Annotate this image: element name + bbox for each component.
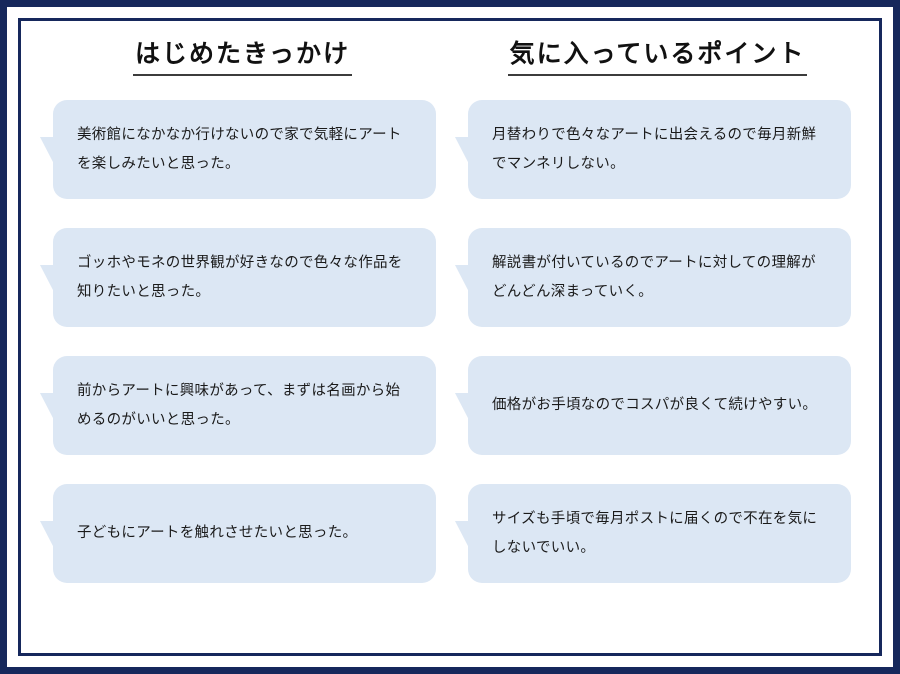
speech-bubble-tail-icon [40,393,54,420]
speech-bubble-tail-icon [455,265,469,292]
column-heading-favorite-points: 気に入っているポイント [450,39,865,76]
speech-bubble: ゴッホやモネの世界観が好きなので色々な作品を知りたいと思った。 [40,228,436,327]
bubble-list-reason-started: 美術館になかなか行けないので家で気軽にアートを楽しみたいと思った。 ゴッホやモネ… [35,100,450,583]
column-heading-text: 気に入っているポイント [507,39,808,76]
column-heading-text: はじめたきっかけ [132,39,352,76]
bubble-list-favorite-points: 月替わりで色々なアートに出会えるので毎月新鮮でマンネリしない。 解説書が付いてい… [450,100,865,583]
speech-bubble-text: サイズも手頃で毎月ポストに届くので不在を気にしないでいい。 [492,510,818,556]
speech-bubble-text: 前からアートに興味があって、まずは名画から始めるのがいいと思った。 [77,382,401,428]
column-reason-started: はじめたきっかけ 美術館になかなか行けないので家で気軽にアートを楽しみたいと思っ… [35,39,450,643]
comparison-columns: はじめたきっかけ 美術館になかなか行けないので家で気軽にアートを楽しみたいと思っ… [21,21,879,653]
speech-bubble-tail-icon [40,521,54,548]
speech-bubble-tail-icon [40,137,54,164]
speech-bubble-text: 美術館になかなか行けないので家で気軽にアートを楽しみたいと思った。 [77,126,402,172]
column-heading-reason-started: はじめたきっかけ [35,39,450,76]
column-favorite-points: 気に入っているポイント 月替わりで色々なアートに出会えるので毎月新鮮でマンネリし… [450,39,865,643]
speech-bubble: サイズも手頃で毎月ポストに届くので不在を気にしないでいい。 [455,484,851,583]
speech-bubble-text: 月替わりで色々なアートに出会えるので毎月新鮮でマンネリしない。 [492,126,817,172]
speech-bubble-tail-icon [455,393,469,420]
speech-bubble-text: 価格がお手頃なのでコスパが良くて続けやすい。 [492,397,818,413]
speech-bubble: 子どもにアートを触れさせたいと思った。 [40,484,436,583]
inner-navy-rule: はじめたきっかけ 美術館になかなか行けないので家で気軽にアートを楽しみたいと思っ… [18,18,882,656]
speech-bubble-tail-icon [455,521,469,548]
speech-bubble-text: ゴッホやモネの世界観が好きなので色々な作品を知りたいと思った。 [77,254,403,300]
page-content: はじめたきっかけ 美術館になかなか行けないので家で気軽にアートを楽しみたいと思っ… [21,21,879,653]
speech-bubble: 価格がお手頃なのでコスパが良くて続けやすい。 [455,356,851,455]
speech-bubble: 前からアートに興味があって、まずは名画から始めるのがいいと思った。 [40,356,436,455]
speech-bubble: 月替わりで色々なアートに出会えるので毎月新鮮でマンネリしない。 [455,100,851,199]
speech-bubble-tail-icon [455,137,469,164]
frame-white-gap: はじめたきっかけ 美術館になかなか行けないので家で気軽にアートを楽しみたいと思っ… [7,7,893,667]
speech-bubble-text: 子どもにアートを触れさせたいと思った。 [77,525,358,541]
speech-bubble: 美術館になかなか行けないので家で気軽にアートを楽しみたいと思った。 [40,100,436,199]
speech-bubble-tail-icon [40,265,54,292]
speech-bubble-text: 解説書が付いているのでアートに対しての理解がどんどん深まっていく。 [492,254,816,300]
speech-bubble: 解説書が付いているのでアートに対しての理解がどんどん深まっていく。 [455,228,851,327]
